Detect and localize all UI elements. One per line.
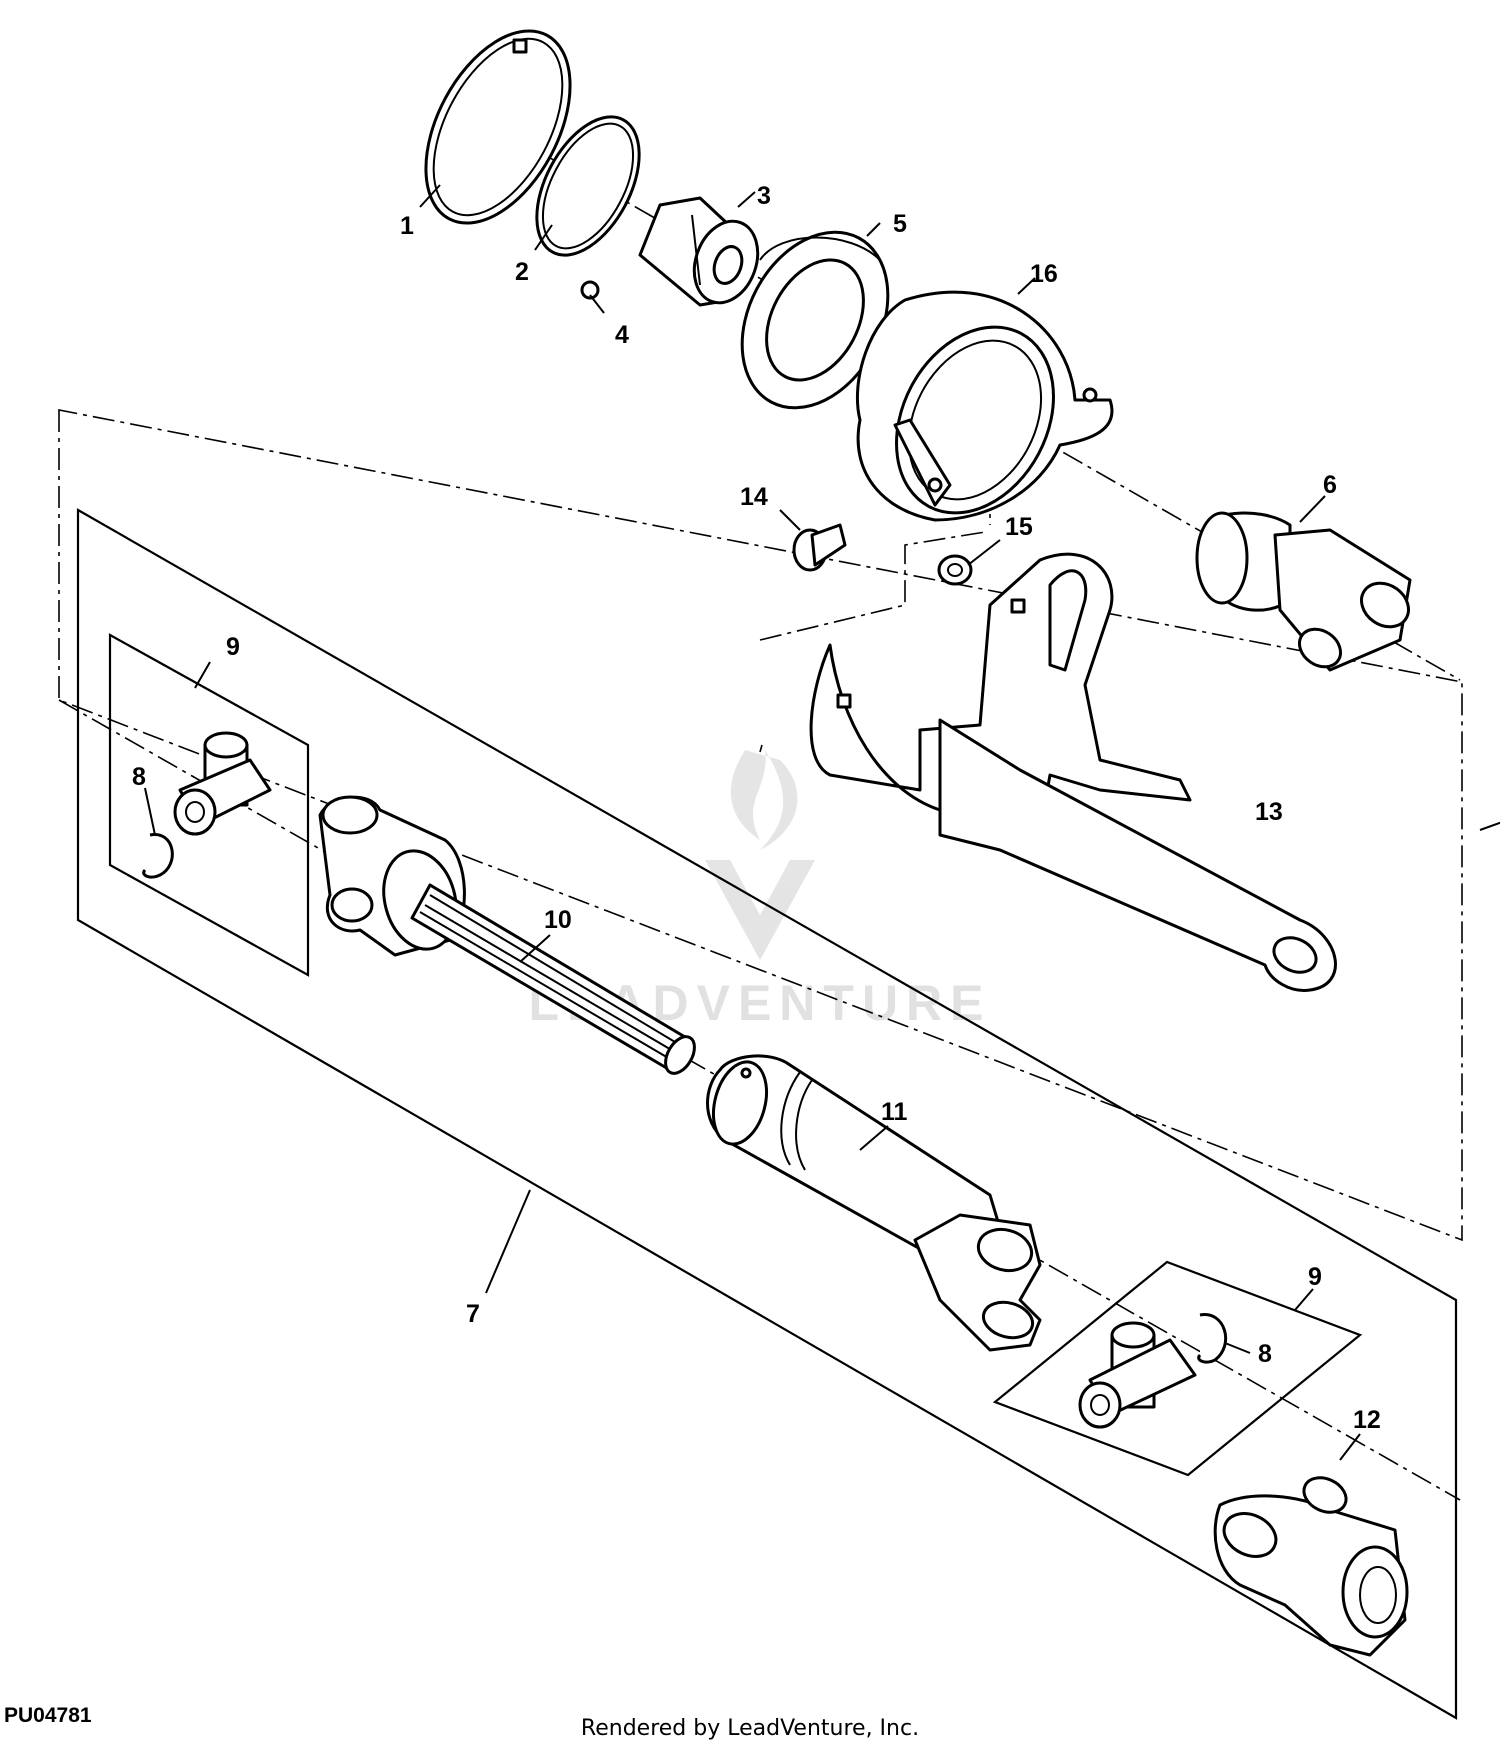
cross-kit-9-right [1078, 1321, 1197, 1429]
tube-yoke-right [913, 1213, 1042, 1352]
axis-line-support [759, 531, 986, 641]
lock-nut-15 [937, 554, 973, 586]
cross-kit-9-left [173, 731, 272, 836]
snap-ring-1 [424, 29, 572, 225]
leader-lines [144, 184, 1500, 1461]
yoke-12 [1213, 1476, 1409, 1657]
callout-8-left: 8 [132, 763, 146, 791]
splined-shaft-10 [410, 883, 696, 1075]
driveshaft-assembly-box [76, 508, 1458, 1720]
set-screw-4 [580, 280, 600, 300]
callout-11: 11 [881, 1098, 908, 1126]
leadventure-logo-icon [705, 750, 815, 960]
collar-3 [638, 196, 760, 307]
clip-8-left [142, 833, 174, 879]
callout-6: 6 [1323, 471, 1337, 499]
axis-line-bracket [759, 744, 763, 753]
carriage-bolt-14 [792, 523, 847, 572]
callout-10: 10 [544, 906, 572, 934]
bearing-housing-16 [855, 290, 1114, 522]
clip-8-right [1197, 1313, 1228, 1364]
render-credit-footer: Rendered by LeadVenture, Inc. [580, 1716, 920, 1741]
yoke-6 [1195, 511, 1412, 672]
retaining-ring-2 [535, 115, 641, 257]
callout-7: 7 [466, 1300, 480, 1328]
callout-15: 15 [1005, 513, 1033, 541]
figure-id-label: PU04781 [4, 1704, 92, 1727]
callout-9-right: 9 [1308, 1263, 1322, 1291]
callout-2: 2 [515, 258, 529, 286]
support-bracket-13 [809, 552, 1337, 992]
cross-kit-box-left [108, 633, 310, 977]
bearing-5 [740, 230, 890, 410]
callout-8-right: 8 [1258, 1340, 1272, 1368]
callout-4: 4 [615, 321, 629, 349]
callout-labels: 1 2 3 4 5 6 7 8 8 9 9 10 11 12 13 14 15 … [132, 182, 1381, 1434]
callout-14: 14 [740, 483, 768, 511]
callout-12: 12 [1353, 1406, 1381, 1434]
callout-3: 3 [757, 182, 771, 210]
tube-11 [706, 1054, 1007, 1262]
cross-kit-box-right [992, 1260, 1363, 1477]
callout-13: 13 [1255, 798, 1283, 826]
assembly-dashed-outline [58, 409, 1463, 1242]
callout-9-left: 9 [226, 633, 240, 661]
callout-1: 1 [400, 212, 414, 240]
callout-5: 5 [893, 210, 907, 238]
callout-16: 16 [1030, 260, 1058, 288]
